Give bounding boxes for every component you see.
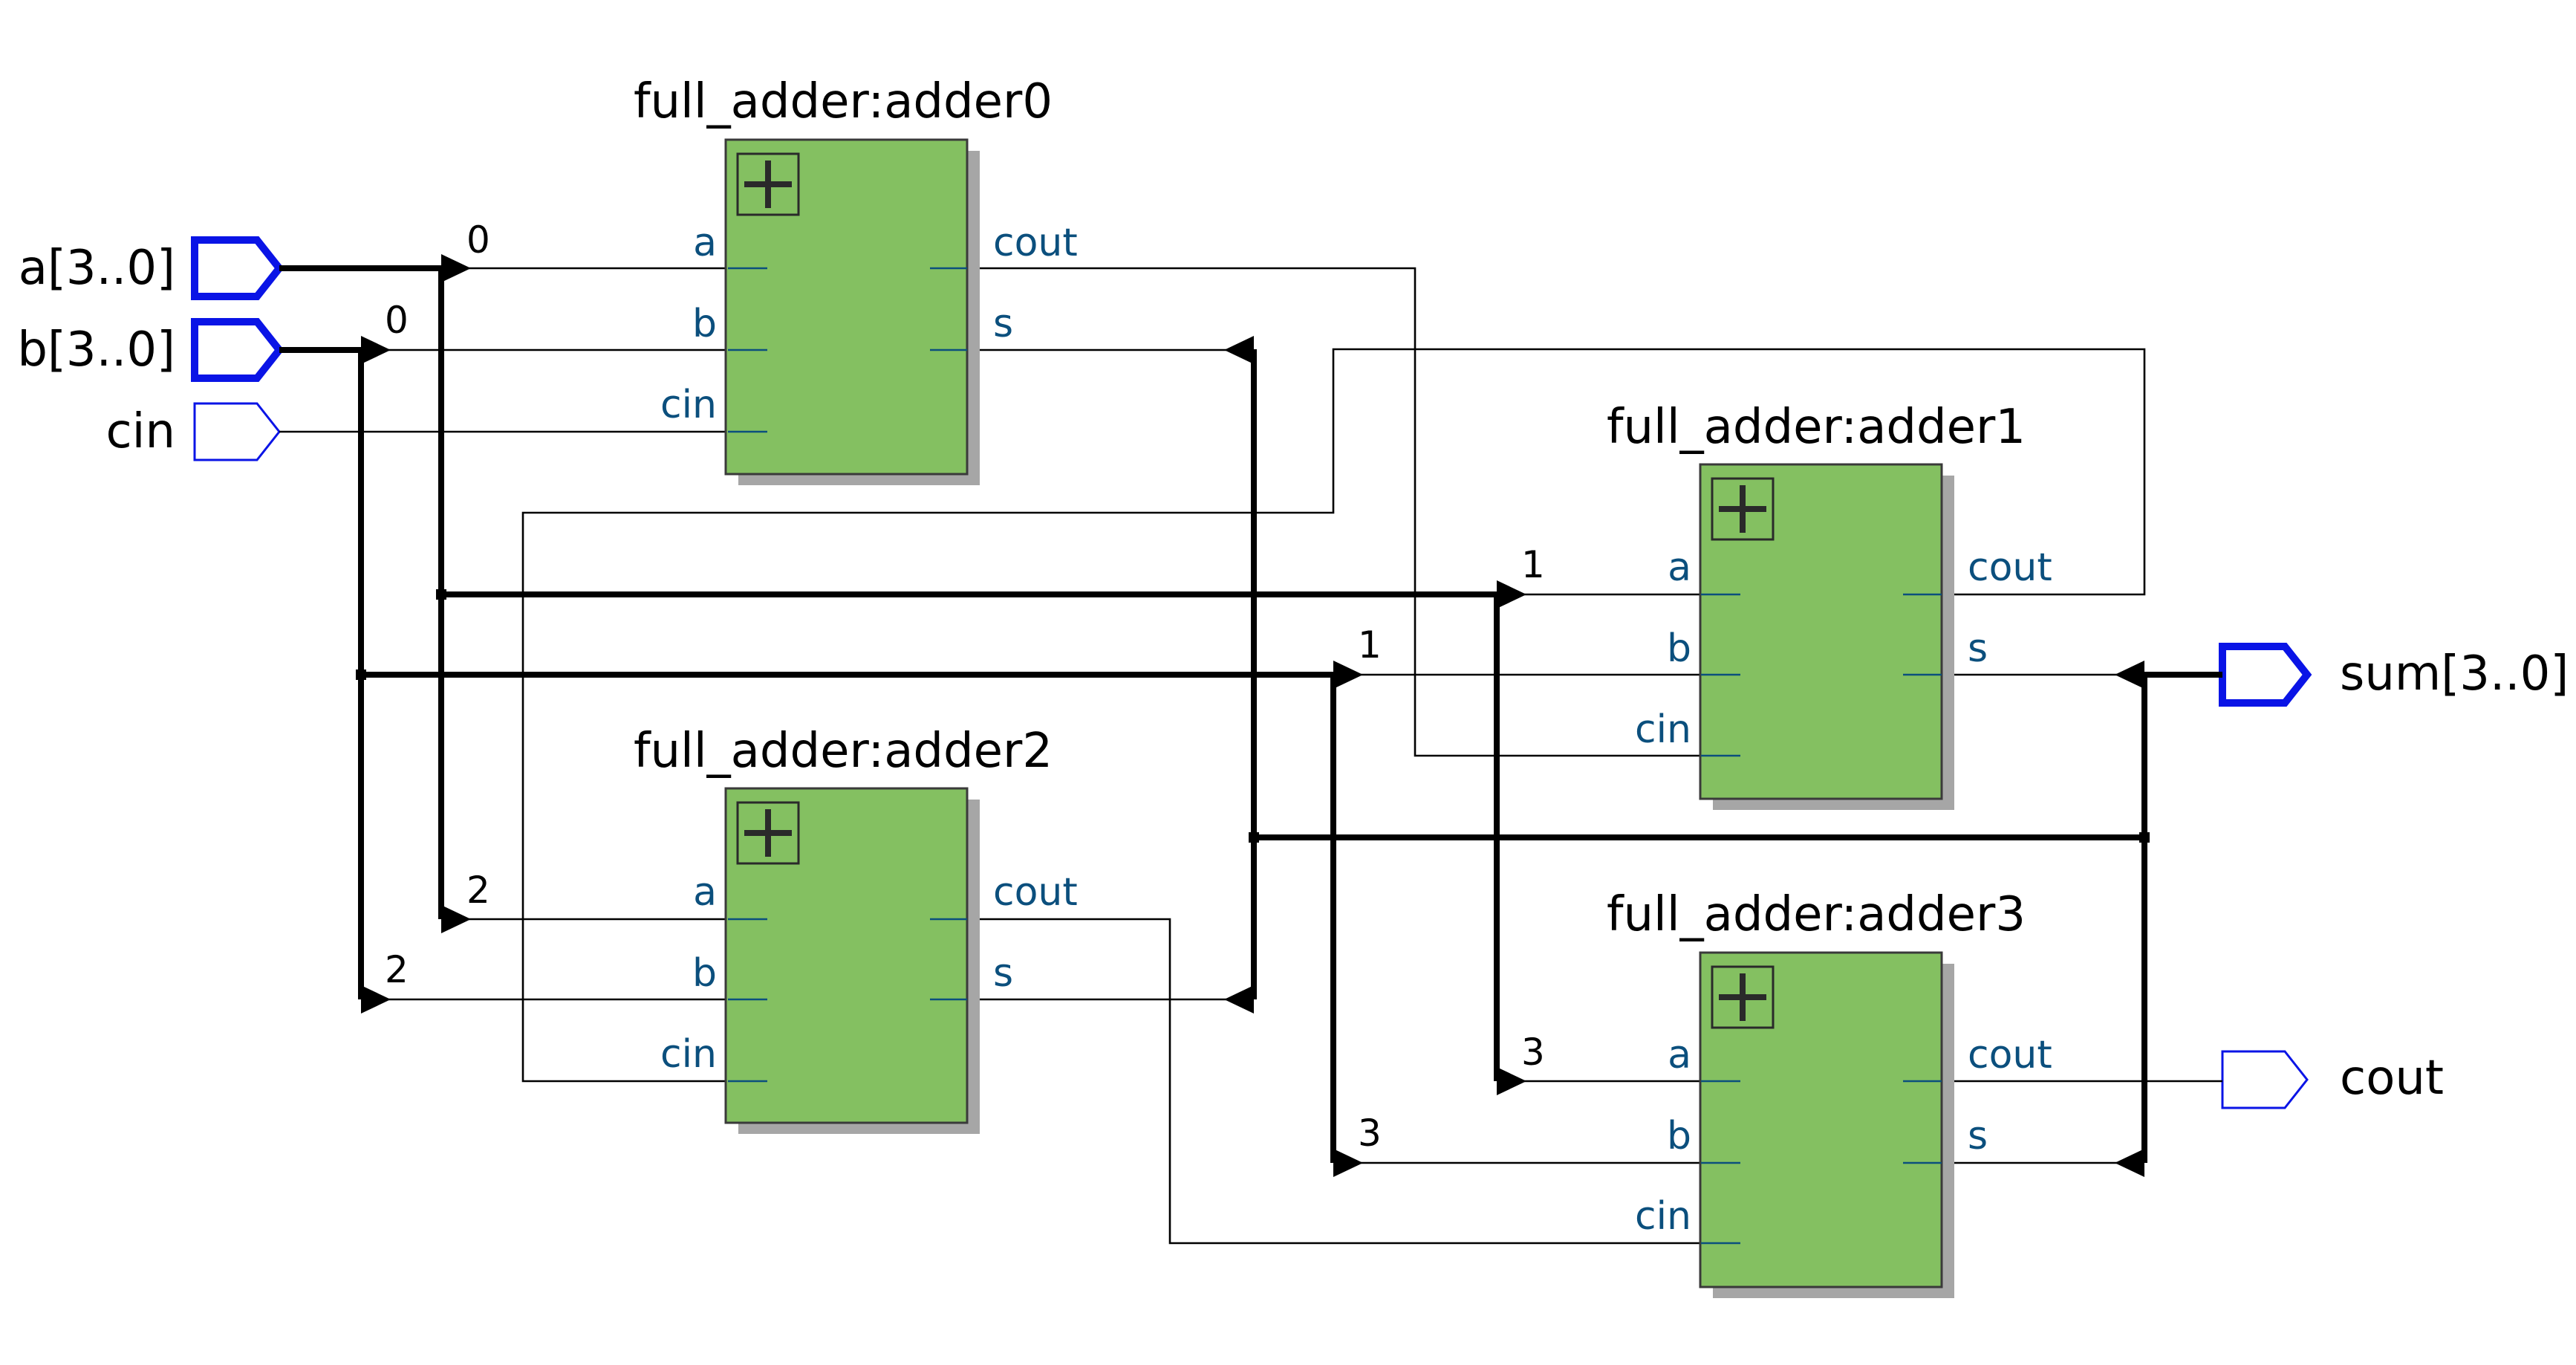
pin-a: a — [1668, 545, 1691, 590]
block-adder1[interactable]: full_adder:adder1 a b cin cout s — [1607, 400, 2052, 810]
output-port-sum[interactable]: sum[3..0] — [2219, 643, 2569, 707]
pin-b: b — [1667, 1114, 1691, 1158]
block-adder3[interactable]: full_adder:adder3 a b cin cout s — [1607, 887, 2052, 1298]
pin-cin: cin — [1635, 707, 1691, 752]
block-adder2-body — [724, 787, 969, 1124]
block-adder3-title: full_adder:adder3 — [1607, 887, 2026, 942]
pin-s: s — [993, 951, 1013, 996]
pin-s: s — [993, 302, 1013, 346]
pin-b: b — [1667, 626, 1691, 671]
bit-label-b1: 1 — [1358, 623, 1382, 667]
pin-a: a — [1668, 1033, 1691, 1077]
pin-cin: cin — [660, 383, 717, 427]
output-port-cout-label: cout — [2340, 1051, 2444, 1106]
block-adder0[interactable]: full_adder:adder0 a b cin cout s — [634, 74, 1078, 485]
pin-a: a — [693, 870, 717, 915]
input-port-cin[interactable]: cin — [105, 402, 281, 461]
pin-b: b — [692, 302, 717, 346]
block-adder3-body — [1699, 951, 1943, 1288]
plus-icon[interactable] — [1711, 965, 1775, 1029]
block-adder0-title: full_adder:adder0 — [634, 74, 1053, 129]
input-port-a[interactable]: a[3..0] — [19, 236, 284, 300]
pin-cin: cin — [660, 1032, 717, 1077]
bit-label-a2: 2 — [466, 869, 490, 912]
block-adder1-body — [1699, 463, 1943, 800]
bit-label-b0: 0 — [385, 299, 409, 342]
input-port-cin-label: cin — [105, 404, 175, 459]
block-adder2-title: full_adder:adder2 — [634, 724, 1053, 779]
plus-icon[interactable] — [736, 152, 800, 216]
pin-a: a — [693, 221, 717, 265]
bit-index-labels: 0 0 2 2 1 1 3 3 — [385, 218, 1545, 1155]
bus-ripper-arrows — [361, 254, 2144, 1177]
pin-cin: cin — [1635, 1194, 1691, 1239]
input-port-a-label: a[3..0] — [19, 241, 175, 296]
bit-label-a3: 3 — [1521, 1031, 1545, 1074]
plus-icon[interactable] — [1711, 477, 1775, 541]
bit-label-b2: 2 — [385, 948, 409, 991]
bit-label-b3: 3 — [1358, 1112, 1382, 1155]
plus-icon[interactable] — [736, 801, 800, 865]
block-adder2[interactable]: full_adder:adder2 a b cin cout s — [634, 724, 1078, 1134]
pin-cout: cout — [993, 221, 1078, 265]
bus-junctions — [356, 589, 2150, 843]
pin-s: s — [1968, 626, 1988, 671]
pin-cout: cout — [1968, 1033, 2052, 1077]
bit-label-a0: 0 — [466, 218, 490, 262]
pin-b: b — [692, 951, 717, 996]
output-port-cout[interactable]: cout — [2221, 1050, 2444, 1109]
wires — [279, 267, 2222, 1245]
input-port-b-label: b[3..0] — [17, 322, 175, 377]
pin-s: s — [1968, 1114, 1988, 1158]
block-adder0-body — [724, 138, 969, 476]
pin-cout: cout — [1968, 545, 2052, 590]
output-port-sum-label: sum[3..0] — [2340, 646, 2569, 701]
input-port-b[interactable]: b[3..0] — [17, 318, 284, 382]
bit-label-a1: 1 — [1521, 543, 1545, 586]
pin-cout: cout — [993, 870, 1078, 915]
block-adder1-title: full_adder:adder1 — [1607, 400, 2026, 455]
